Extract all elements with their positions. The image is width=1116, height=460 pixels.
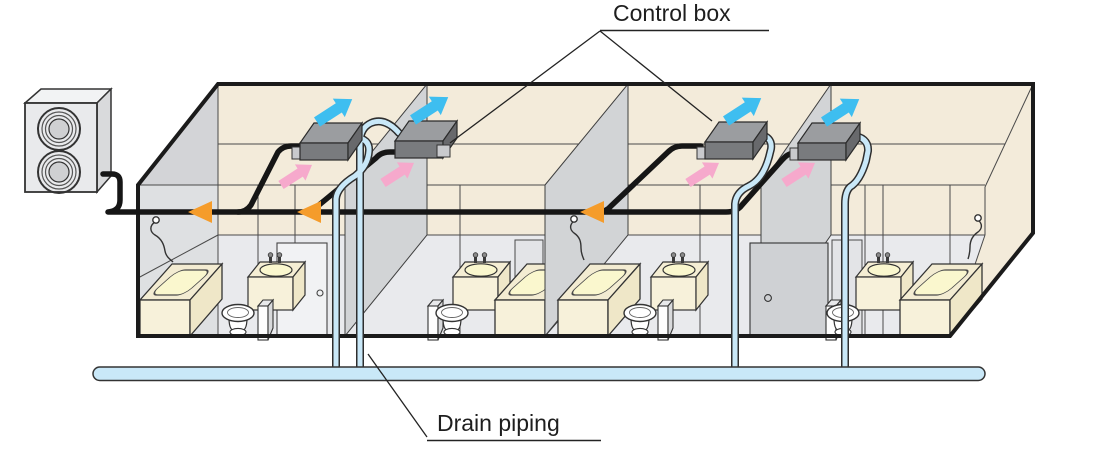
shower-head-icon [974, 214, 982, 222]
control-box-2-connector [436, 144, 451, 158]
shower-hose-2 [569, 220, 585, 261]
building-outline [136, 82, 1035, 338]
leader-line-control-box-a [449, 30, 601, 144]
door-knob-icon [316, 289, 324, 297]
drain-piping-label: Drain piping [437, 410, 560, 436]
drain-riser-3 [732, 131, 774, 374]
leader-line-control-box-b [599, 30, 713, 122]
drain-main-pipe [92, 366, 986, 382]
control-box-label: Control box [613, 0, 731, 26]
outdoor-unit [23, 87, 113, 194]
shower-hose-3 [967, 219, 983, 260]
annotations: Control box Drain piping [367, 0, 769, 442]
shower-hoses [150, 214, 983, 263]
fan-grille-icon [37, 107, 81, 194]
main-refrigerant-pipe [100, 150, 804, 215]
control-boxes [291, 120, 861, 161]
shower-head-icon [152, 216, 160, 224]
shower-hose-1 [150, 221, 174, 263]
door-knob-icon [764, 294, 772, 302]
drain-riser-1 [333, 134, 372, 374]
leader-line-drain-piping [367, 353, 428, 438]
drain-riser-4 [842, 132, 871, 374]
shower-head-icon [570, 215, 578, 223]
branch-pipe-1 [235, 143, 304, 215]
door-2 [749, 242, 829, 337]
